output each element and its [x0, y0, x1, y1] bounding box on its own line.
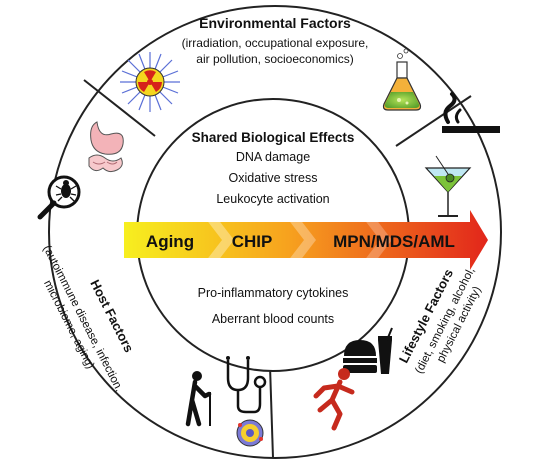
flask-icon: [382, 48, 422, 111]
cell-icon: [236, 419, 264, 447]
stomach-icon: [88, 121, 124, 173]
effect-dna-damage: DNA damage: [236, 150, 310, 164]
elderly-person-icon: [185, 371, 212, 427]
martini-icon: [424, 155, 472, 217]
divider-line: [83, 79, 156, 137]
magnifier-bug-icon: [37, 175, 81, 220]
radiation-icon: [120, 52, 180, 112]
stage-aging: Aging: [146, 232, 194, 251]
shared-title: Shared Biological Effects: [192, 130, 355, 145]
effect-aberrant-blood-counts: Aberrant blood counts: [212, 312, 334, 326]
divider-line: [269, 365, 274, 459]
environmental-line1: (irradiation, occupational exposure,: [182, 36, 369, 50]
fast-food-icon: [343, 327, 393, 374]
effect-leukocyte-activation: Leukocyte activation: [216, 192, 329, 206]
environmental-title: Environmental Factors: [199, 15, 351, 31]
effect-pro-inflammatory-cytokines: Pro-inflammatory cytokines: [198, 286, 349, 300]
runner-icon: [313, 368, 355, 431]
cigarette-icon: [442, 92, 500, 133]
stage-mpn-mds-aml: MPN/MDS/AML: [333, 232, 455, 251]
progression-arrow: [124, 210, 488, 270]
divider-line: [395, 95, 472, 147]
stage-chip: CHIP: [232, 232, 273, 251]
stethoscope-icon: [226, 356, 267, 414]
environmental-line2: air pollution, socioeconomics): [196, 52, 353, 66]
effect-oxidative-stress: Oxidative stress: [229, 171, 318, 185]
